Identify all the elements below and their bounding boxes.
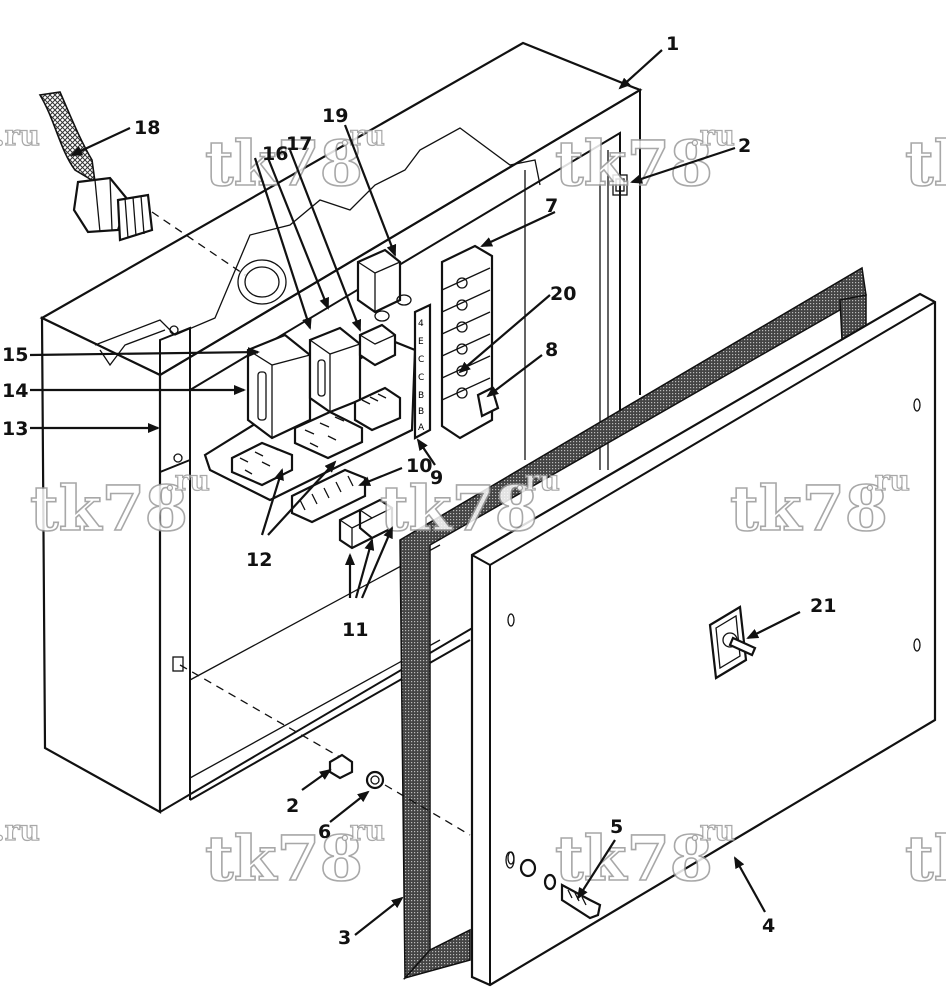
relay-large-left — [246, 333, 312, 440]
small-relays-loose — [338, 498, 394, 550]
watermark-suffix: .ru — [165, 464, 210, 497]
callout-15: 15 — [2, 344, 28, 366]
watermark-suffix: .ru — [0, 814, 40, 847]
watermark-layer: tk78 .ru tk78 .ru tk78 .ru tk78 .ru tk78… — [0, 118, 946, 895]
relay-large-right — [308, 326, 362, 414]
callout-5: 5 — [610, 816, 623, 838]
terminal-marker-strip: 4 E C C B B A — [413, 303, 432, 440]
watermark-suffix: .ru — [865, 464, 910, 497]
callout-8: 8 — [545, 339, 558, 361]
callout-labels: 1 2 18 19 17 16 15 14 13 7 20 8 9 10 12 … — [2, 33, 836, 949]
callout-20: 20 — [550, 283, 576, 305]
terminal-mark: 4 — [418, 319, 424, 329]
terminal-block — [290, 468, 367, 524]
callout-7: 7 — [545, 195, 558, 217]
watermark-suffix: .ru — [690, 814, 735, 847]
component-plate — [203, 248, 417, 550]
terminal-mark: B — [418, 407, 424, 417]
callout-14: 14 — [2, 380, 28, 402]
callout-9: 9 — [430, 467, 443, 489]
terminal-mark: C — [418, 355, 424, 365]
terminal-mark: B — [418, 391, 424, 401]
watermark-text: tk78 — [30, 472, 188, 545]
watermark-suffix: .ru — [690, 119, 735, 152]
watermark-text: tk78 — [205, 127, 363, 200]
terminal-mark: E — [418, 337, 424, 347]
watermark-text: tk78 — [205, 822, 363, 895]
watermark-suffix: .ru — [340, 814, 385, 847]
watermark-text: tk78 — [905, 822, 946, 895]
terminal-mark: A — [418, 423, 425, 433]
relay-small-top — [356, 248, 412, 322]
watermark-text: tk78 — [555, 822, 713, 895]
callout-13: 13 — [2, 418, 28, 440]
relay-socket-block — [353, 386, 402, 432]
watermark-suffix: .ru — [515, 464, 560, 497]
watermark-text: tk78 — [380, 472, 538, 545]
callout-6: 6 — [318, 821, 331, 843]
callout-1: 1 — [666, 33, 679, 55]
fuse-holder-right — [293, 410, 364, 460]
watermark-suffix: .ru — [340, 119, 385, 152]
watermark-suffix: .ru — [0, 119, 40, 152]
callout-12: 12 — [246, 549, 272, 571]
enclosure-box — [39, 41, 643, 814]
callout-18: 18 — [134, 117, 160, 139]
door-panel — [470, 292, 937, 987]
callout-2-clip: 2 — [286, 795, 299, 817]
relay-small-mid — [358, 323, 397, 367]
terminal-mark: C — [418, 373, 424, 383]
callout-2-latch: 2 — [738, 135, 751, 157]
terminal-board — [440, 244, 500, 440]
watermark-text: tk78 — [905, 127, 946, 200]
callout-4: 4 — [762, 915, 775, 937]
callout-10: 10 — [406, 455, 432, 477]
callout-21: 21 — [810, 595, 836, 617]
callout-17: 17 — [286, 133, 312, 155]
toggle-switch — [708, 605, 757, 680]
callout-3: 3 — [338, 927, 351, 949]
callout-16: 16 — [262, 143, 288, 165]
callout-leaders — [29, 49, 801, 936]
cable-gland-assembly — [38, 91, 246, 276]
callout-11: 11 — [342, 619, 368, 641]
watermark-text: tk78 — [730, 472, 888, 545]
callout-19: 19 — [322, 105, 348, 127]
